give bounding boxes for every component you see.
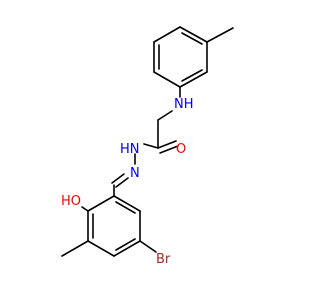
molecule-canvas: NH HN N O HO Br bbox=[61, 26, 234, 267]
ring-br-bond bbox=[139, 240, 157, 253]
tolyl-ring bbox=[153, 26, 208, 88]
structure-diagram: NH HN N O HO Br bbox=[61, 26, 234, 267]
imine-double-bond-a bbox=[115, 177, 129, 188]
carbonyl-oxygen-label: O bbox=[176, 142, 186, 157]
carbonyl-double-bond-b bbox=[159, 145, 179, 154]
hydroxyl-label: HO bbox=[61, 194, 81, 209]
phenol-ring bbox=[87, 195, 141, 257]
amine-nitrogen-label: NH bbox=[174, 97, 194, 112]
imine-double-bond-b bbox=[111, 173, 125, 184]
amide-nitrogen-label: HN bbox=[120, 142, 140, 157]
imine-nitrogen-label: N bbox=[130, 166, 140, 181]
tolyl-methyl-bond bbox=[206, 27, 234, 43]
ring-oh-bond bbox=[81, 206, 89, 212]
carbonyl-double-bond-a bbox=[157, 140, 177, 149]
ring-methyl-bond bbox=[61, 240, 89, 257]
amine-ch2-bond bbox=[157, 110, 173, 121]
bromine-label: Br bbox=[156, 252, 171, 267]
carbonyl-nh-bond bbox=[143, 143, 159, 149]
